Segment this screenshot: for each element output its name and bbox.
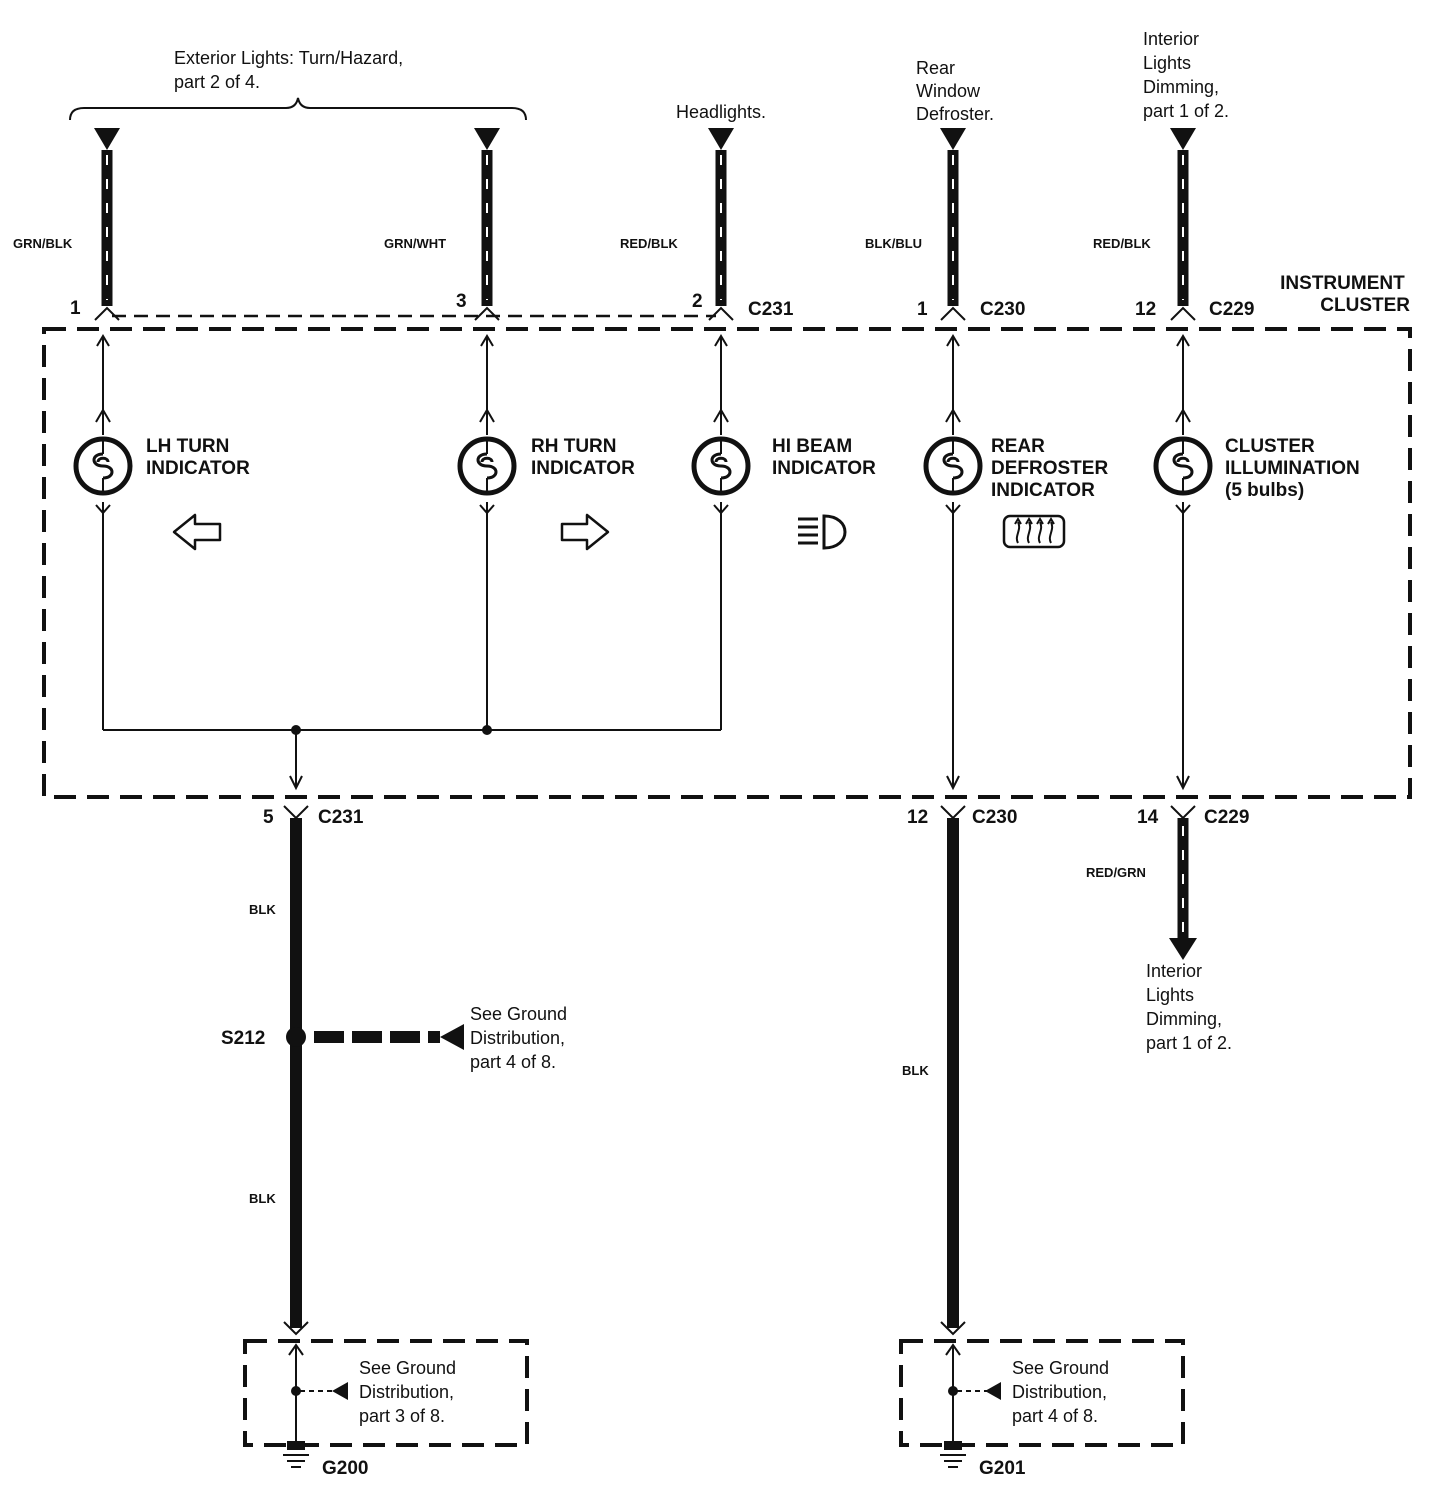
- rear-defroster-icon: [1002, 514, 1066, 549]
- ground-g201-block: [899, 1321, 1185, 1468]
- pin-number: 1: [70, 298, 81, 319]
- connector-pins-top: [94, 306, 1196, 347]
- pin-number: 12: [907, 807, 928, 828]
- wire-color-label: BLK/BLU: [865, 236, 922, 251]
- wire-color-label: GRN/BLK: [13, 236, 73, 251]
- rh-turn-indicator-label: RH TURN INDICATOR: [531, 436, 635, 479]
- connector-id: C230: [972, 807, 1017, 828]
- wire-red-grn: [1169, 818, 1197, 960]
- note-ground-g200: See Ground Distribution, part 3 of 8.: [359, 1358, 461, 1426]
- bulb-icon: [926, 439, 980, 493]
- ground-label: G200: [322, 1458, 368, 1479]
- high-beam-icon: [798, 514, 847, 550]
- note-ground-s212: See Ground Distribution, part 4 of 8.: [470, 1004, 572, 1072]
- ground-icon: [283, 1454, 309, 1468]
- pin-number: 14: [1137, 807, 1159, 828]
- pin-number: 3: [456, 291, 467, 312]
- connector-pins-bottom: [283, 805, 1196, 820]
- wire-color-label: RED/BLK: [620, 236, 678, 251]
- junction-dot: [482, 725, 492, 735]
- bulb-icon: [1156, 439, 1210, 493]
- instrument-cluster-box: [42, 327, 1412, 799]
- junction-dot: [291, 725, 301, 735]
- connector-id: C231: [318, 807, 364, 828]
- hi-beam-indicator-label: HI BEAM INDICATOR: [772, 436, 876, 479]
- pin-number: 12: [1135, 299, 1156, 320]
- right-arrow-icon: [560, 513, 610, 551]
- note-interior-dimming-bottom: Interior Lights Dimming, part 1 of 2.: [1146, 961, 1232, 1053]
- pin-number: 2: [692, 291, 703, 312]
- wire-color-label: BLK: [249, 902, 276, 917]
- splice-label: S212: [221, 1028, 265, 1049]
- lh-turn-indicator-label: LH TURN INDICATOR: [146, 436, 250, 479]
- rear-defroster-indicator-label: REAR DEFROSTER INDICATOR: [991, 436, 1113, 501]
- bulb-icon: [76, 439, 130, 493]
- top-wire-arrows: [94, 128, 1196, 150]
- cluster-illumination-label: CLUSTER ILLUMINATION (5 bulbs): [1225, 436, 1365, 501]
- internal-wiring: [95, 336, 1191, 791]
- note-interior-dimming-top: Interior Lights Dimming, part 1 of 2.: [1143, 29, 1229, 121]
- top-wires: [101, 150, 1189, 306]
- wire-color-label: RED/GRN: [1086, 865, 1146, 880]
- bracket-brace: [69, 97, 527, 121]
- connector-id: C229: [1204, 807, 1249, 828]
- note-ground-g201: See Ground Distribution, part 4 of 8.: [1012, 1358, 1114, 1426]
- wire-color-label: BLK: [902, 1063, 929, 1078]
- wire-color-label: RED/BLK: [1093, 236, 1151, 251]
- wire-color-label: BLK: [249, 1191, 276, 1206]
- note-headlights: Headlights.: [676, 102, 766, 122]
- bulb-icon: [460, 439, 514, 493]
- splice-branch-arrow: [440, 1024, 464, 1050]
- connector-id: C230: [980, 299, 1025, 320]
- bulb-icon: [694, 439, 748, 493]
- note-rear-defroster: Rear Window Defroster.: [916, 58, 994, 124]
- connector-id: C229: [1209, 299, 1254, 320]
- pin-number: 1: [917, 299, 928, 320]
- note-ext-lights: Exterior Lights: Turn/Hazard, part 2 of …: [174, 48, 408, 92]
- wire-color-label: GRN/WHT: [384, 236, 446, 251]
- ground-g200-block: [243, 1321, 529, 1468]
- connector-id: C231: [748, 299, 794, 320]
- ground-icon: [940, 1454, 966, 1468]
- left-arrow-icon: [172, 513, 222, 551]
- instrument-cluster-label: INSTRUMENT CLUSTER: [1280, 273, 1410, 316]
- pin-number: 5: [263, 807, 274, 828]
- ground-label: G201: [979, 1458, 1026, 1479]
- splice-s212: [286, 1027, 306, 1047]
